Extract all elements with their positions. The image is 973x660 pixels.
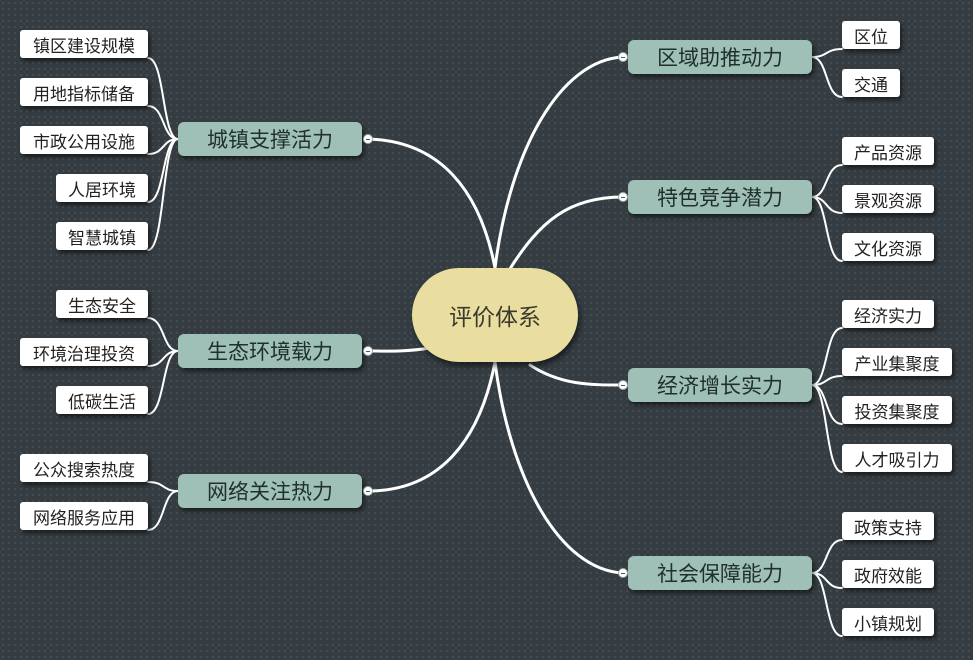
leaf-left-1-2[interactable]: 低碳生活 — [56, 386, 148, 414]
collapse-left-1-icon[interactable] — [363, 346, 373, 356]
leaf-right-1-0[interactable]: 产品资源 — [842, 137, 934, 165]
branch-left-2[interactable]: 网络关注热力 — [178, 474, 362, 508]
leaf-left-0-0[interactable]: 镇区建设规模 — [20, 30, 148, 58]
leaf-right-0-0[interactable]: 区位 — [842, 21, 900, 49]
collapse-right-2-icon[interactable] — [618, 380, 628, 390]
connector-center-left-2 — [366, 360, 497, 493]
leaf-right-0-1[interactable]: 交通 — [842, 69, 900, 97]
branch-right-3[interactable]: 社会保障能力 — [628, 556, 812, 590]
connector-left-0-1 — [147, 105, 179, 140]
leaf-left-0-2[interactable]: 市政公用设施 — [20, 126, 148, 154]
branch-left-1[interactable]: 生态环境载力 — [178, 334, 362, 368]
connector-right-2-0 — [811, 327, 843, 386]
collapse-right-3-icon[interactable] — [618, 568, 628, 578]
collapse-left-0-icon[interactable] — [363, 134, 373, 144]
connector-right-2-2 — [811, 384, 843, 425]
connector-center-right-1 — [506, 195, 625, 274]
connector-right-2-3 — [811, 384, 843, 473]
leaf-right-2-0[interactable]: 经济实力 — [842, 300, 934, 328]
leaf-left-1-1[interactable]: 环境治理投资 — [20, 338, 148, 366]
leaf-left-2-0[interactable]: 公众搜索热度 — [20, 454, 148, 482]
connector-center-left-0 — [366, 137, 497, 270]
connector-right-3-2 — [811, 572, 843, 637]
leaf-left-0-4[interactable]: 智慧城镇 — [56, 222, 148, 250]
connector-center-right-2 — [528, 363, 625, 387]
connector-left-2-0 — [147, 481, 179, 492]
leaf-right-2-1[interactable]: 产业集聚度 — [842, 348, 952, 376]
leaf-right-3-2[interactable]: 小镇规划 — [842, 608, 934, 636]
connector-center-left-1 — [366, 346, 432, 353]
connector-right-1-0 — [811, 164, 843, 198]
connector-left-1-0 — [147, 317, 179, 352]
connector-right-3-0 — [811, 539, 843, 574]
connector-left-0-4 — [147, 138, 179, 251]
leaf-right-3-0[interactable]: 政策支持 — [842, 512, 934, 540]
connector-left-0-0 — [147, 57, 179, 140]
branch-right-0[interactable]: 区域助推动力 — [628, 40, 812, 74]
collapse-right-0-icon[interactable] — [618, 52, 628, 62]
branch-left-0[interactable]: 城镇支撑活力 — [178, 122, 362, 156]
leaf-left-0-3[interactable]: 人居环境 — [56, 174, 148, 202]
leaf-right-1-2[interactable]: 文化资源 — [842, 233, 934, 261]
connector-center-right-3 — [493, 360, 625, 575]
connector-right-1-2 — [811, 196, 843, 262]
leaf-right-2-2[interactable]: 投资集聚度 — [842, 396, 952, 424]
connector-right-0-0 — [811, 48, 843, 58]
branch-right-2[interactable]: 经济增长实力 — [628, 368, 812, 402]
leaf-right-1-1[interactable]: 景观资源 — [842, 185, 934, 213]
central-topic[interactable]: 评价体系 — [412, 268, 578, 362]
leaf-left-0-1[interactable]: 用地指标储备 — [20, 78, 148, 106]
leaf-right-2-3[interactable]: 人才吸引力 — [842, 444, 952, 472]
collapse-right-1-icon[interactable] — [618, 192, 628, 202]
connector-left-2-1 — [147, 490, 179, 531]
leaf-left-1-0[interactable]: 生态安全 — [56, 290, 148, 318]
leaf-left-2-1[interactable]: 网络服务应用 — [20, 502, 148, 530]
connector-right-2-1 — [811, 375, 843, 386]
connector-left-1-2 — [147, 350, 179, 415]
branch-right-1[interactable]: 特色竞争潜力 — [628, 180, 812, 214]
leaf-right-3-1[interactable]: 政府效能 — [842, 560, 934, 588]
connector-right-0-1 — [811, 56, 843, 98]
connector-center-right-0 — [493, 55, 625, 270]
collapse-left-2-icon[interactable] — [363, 486, 373, 496]
